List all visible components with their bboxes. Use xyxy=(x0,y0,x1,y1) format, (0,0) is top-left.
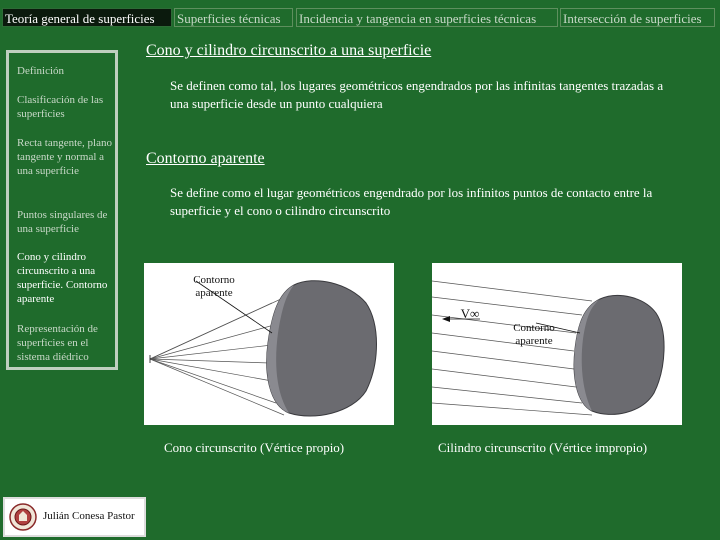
sidebar-nav: Definición Clasificación de las superfic… xyxy=(6,50,118,370)
figure-cilindro-circunscrito: V∞ Contorno aparente xyxy=(432,263,682,425)
label-contorno-aparente-cono: Contorno aparente xyxy=(193,274,235,299)
sidebar-item-recta-tangente[interactable]: Recta tangente, plano tangente y normal … xyxy=(17,137,112,177)
top-tab-bar: Teoría general de superficies Superficie… xyxy=(0,0,720,28)
paragraph-definicion-contorno: Se define como el lugar geométricos enge… xyxy=(170,185,653,218)
label-contorno-aparente-cilindro: Contorno aparente xyxy=(513,322,555,347)
author-box: Julián Conesa Pastor xyxy=(3,497,146,537)
cone-illustration xyxy=(149,280,377,417)
sidebar-item-puntos-singulares[interactable]: Puntos singulares de una superficie xyxy=(17,209,108,235)
tab-interseccion[interactable]: Intersección de superficies xyxy=(560,8,715,27)
figure-cono-circunscrito: Contorno aparente xyxy=(144,263,394,425)
paragraph-definicion-cono: Se definen como tal, los lugares geométr… xyxy=(170,78,664,111)
tab-incidencia-tangencia[interactable]: Incidencia y tangencia en superficies té… xyxy=(296,8,558,27)
tab-teoria-general[interactable]: Teoría general de superficies xyxy=(2,8,172,27)
sidebar-item-cono-cilindro[interactable]: Cono y cilindro circunscrito a una super… xyxy=(17,251,108,305)
heading-contorno-aparente: Contorno aparente xyxy=(146,150,265,167)
caption-cono-circunscrito: Cono circunscrito (Vértice propio) xyxy=(164,440,345,455)
sidebar-item-representacion[interactable]: Representación de superficies en el sist… xyxy=(17,323,98,363)
tab-superficies-tecnicas[interactable]: Superficies técnicas xyxy=(174,8,293,27)
sidebar-item-clasificacion[interactable]: Clasificación de las superficies xyxy=(17,94,104,120)
caption-cilindro-circunscrito: Cilindro circunscrito (Vértice impropio) xyxy=(438,440,648,455)
heading-cono-cilindro: Cono y cilindro circunscrito a una super… xyxy=(146,42,432,59)
cylinder-illustration xyxy=(432,280,665,416)
author-name: Julián Conesa Pastor xyxy=(43,510,135,522)
sidebar-item-definicion[interactable]: Definición xyxy=(17,65,65,77)
label-vertice-impropio: V∞ xyxy=(460,306,480,321)
university-seal-icon xyxy=(9,503,37,531)
